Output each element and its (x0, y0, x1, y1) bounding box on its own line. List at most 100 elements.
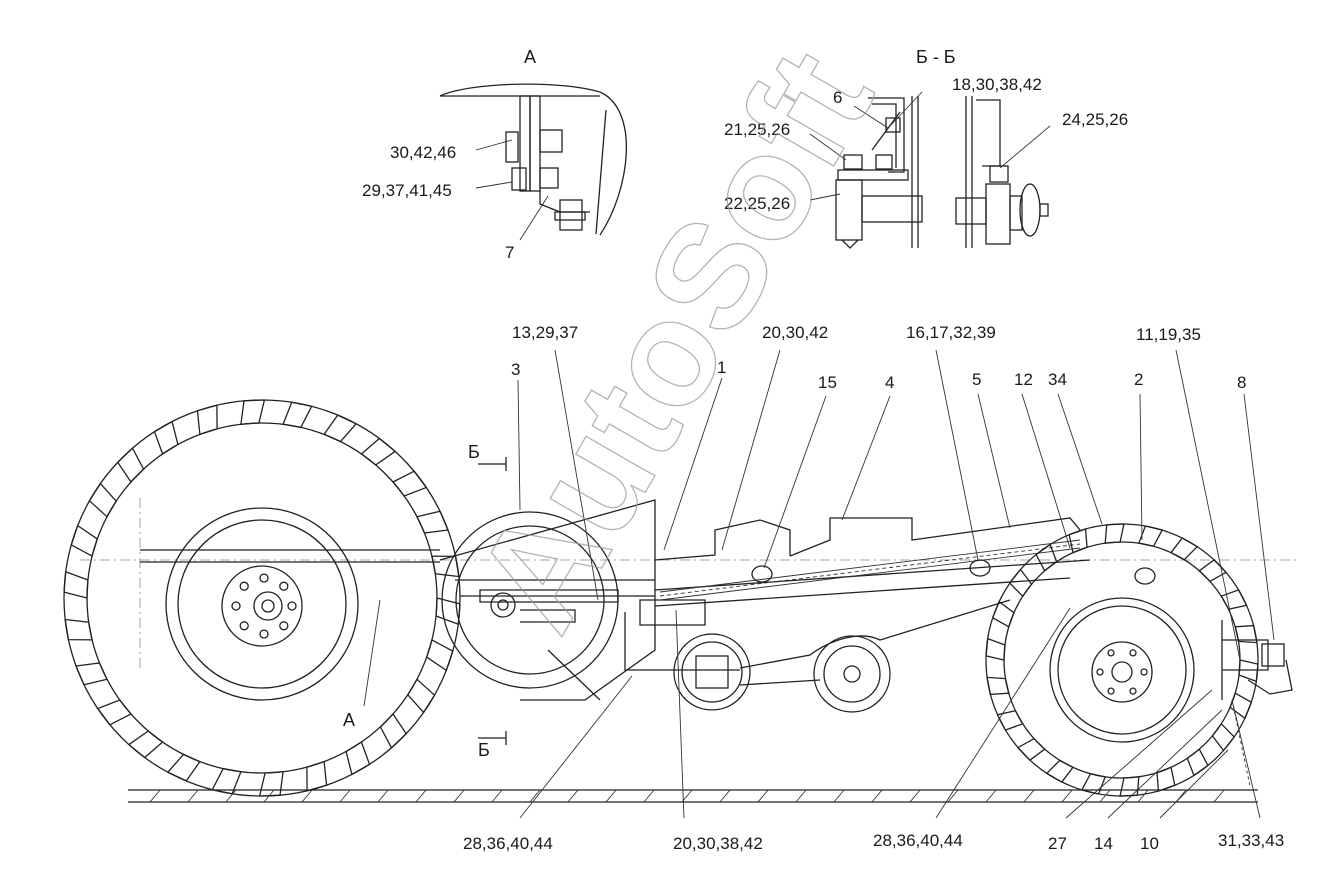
ground-hatch-line (1213, 789, 1225, 803)
tyre-lug (435, 597, 461, 626)
tyre-lug (282, 401, 313, 429)
callout-label: 21,25,26 (724, 120, 790, 139)
tyre-lug (391, 470, 428, 497)
ground-hatch-line (795, 789, 807, 803)
tyre-lug (360, 437, 397, 466)
callout-label: 15 (818, 373, 837, 392)
tyre-lug (986, 676, 1010, 696)
hub-bolt (1129, 649, 1137, 657)
tyre-lug (985, 637, 1006, 661)
ground-hatch-line (149, 789, 161, 803)
callout-label: 24,25,26 (1062, 110, 1128, 129)
tyre-lug (306, 760, 328, 792)
tyre-lug (1008, 568, 1033, 598)
tyre-lug (1068, 528, 1088, 554)
tyre-lug (1220, 589, 1248, 611)
tyre-lug (96, 699, 133, 726)
hub-bolt (1107, 649, 1115, 657)
tyre-lug (1156, 766, 1176, 792)
callout-label: 18,30,38,42 (952, 75, 1042, 94)
callout-label: 34 (1048, 370, 1067, 389)
ground-hatch-line (225, 789, 237, 803)
ground-hatch-line (1061, 789, 1073, 803)
ground-hatch-line (301, 789, 313, 803)
ground-hatch-line (871, 789, 883, 803)
tyre-lug (258, 770, 284, 797)
tyre-lug (116, 447, 145, 484)
tyre-lug (323, 414, 358, 443)
tyre-lug (1119, 776, 1140, 797)
callout-label: 27 (1048, 834, 1067, 853)
callout-label: 29,37,41,45 (362, 181, 452, 200)
hub-bolt (1096, 668, 1104, 676)
drive-housing (673, 633, 751, 711)
tyre-lug (75, 662, 108, 686)
tyre-lug (1229, 692, 1253, 720)
tyre-lug (70, 524, 99, 558)
tyre-lug (416, 510, 449, 534)
ground-hatch-line (529, 789, 541, 803)
ground-hatch-line (643, 789, 655, 803)
tyre-lug (1016, 737, 1046, 761)
callout-label: 28,36,40,44 (463, 834, 553, 853)
ground-hatch-line (909, 789, 921, 803)
ground-hatch-line (187, 789, 199, 803)
hub-bolt (239, 621, 249, 631)
tyre-lug (379, 712, 408, 749)
callout-label: 4 (885, 373, 894, 392)
callout-label: 1 (717, 358, 726, 377)
ground-hatch-line (833, 789, 845, 803)
tyre-lug (1234, 624, 1258, 644)
ground-hatch-line (567, 789, 579, 803)
hub-bolt (1129, 687, 1137, 695)
ground-hatch-line (263, 789, 275, 803)
ground-hatch-line (377, 789, 389, 803)
hub-bolt (279, 581, 289, 591)
callout-label: 14 (1094, 834, 1113, 853)
ground-hatch-line (1023, 789, 1035, 803)
tyre-lug (64, 618, 93, 641)
callout-label: 28,36,40,44 (873, 831, 963, 850)
tyre-lug (153, 420, 179, 455)
ground-hatch-line (757, 789, 769, 803)
tyre-lug (127, 730, 164, 759)
tyre-lug (1198, 559, 1228, 583)
view-titles: А Б - Б Б Б А (343, 47, 956, 760)
tyre-lug (1137, 525, 1164, 548)
frame (140, 499, 1156, 701)
tyre-lug (996, 709, 1024, 731)
tyre-lug (425, 638, 454, 672)
ground-hatch-line (453, 789, 465, 803)
ground-hatch-line (985, 789, 997, 803)
callout-label: 3 (511, 360, 520, 379)
view-bb-title: Б - Б (916, 47, 956, 67)
callout-labels: 30,42,46 29,37,41,45 7 6 18,30,38,42 21,… (362, 75, 1284, 853)
tyre-lug (1186, 748, 1209, 777)
hub-bolt (1140, 668, 1148, 676)
section-mark-top: Б (468, 442, 480, 462)
tyre-lug (88, 482, 118, 518)
section-mark-bottom: Б (478, 740, 490, 760)
leader-lines (363, 91, 1275, 819)
tyre-lug (991, 600, 1015, 628)
main-assembly (63, 399, 1300, 803)
tyre-lug (1104, 523, 1125, 544)
section-view-bb (835, 96, 1049, 249)
tyre-lug (1045, 759, 1074, 783)
ground-hatch-line (719, 789, 731, 803)
left-wheel (63, 399, 461, 797)
hub-bolt (287, 601, 297, 611)
ground-hatch-line (1137, 789, 1149, 803)
tyre-lug (240, 399, 266, 426)
hub-bolt (279, 621, 289, 631)
callout-label: 2 (1134, 370, 1143, 389)
hub-bolt (1107, 687, 1115, 695)
hub-bolt (239, 581, 249, 591)
tyre-lug (1170, 537, 1199, 561)
callout-label: 6 (833, 88, 842, 107)
tyre-lug (431, 555, 460, 578)
hub-bolt (259, 629, 269, 639)
detail-view-a (439, 83, 627, 236)
